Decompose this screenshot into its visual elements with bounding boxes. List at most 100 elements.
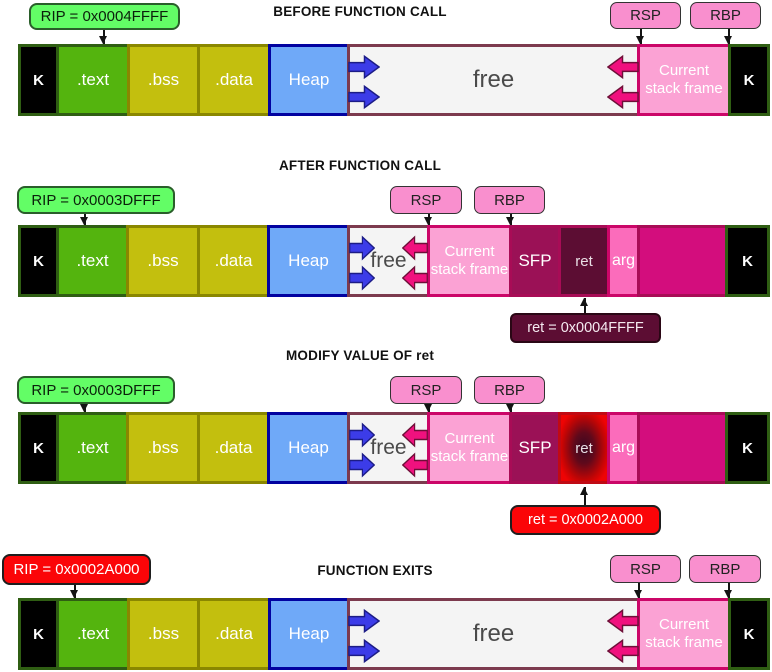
segment-label: SFP: [518, 251, 552, 270]
current-stack-frame-segment: Current stack frame: [637, 44, 731, 116]
segment-label: .data: [215, 624, 253, 643]
rip-register-label: RIP = 0x0003DFFF: [17, 186, 175, 214]
segment-label: .text: [76, 438, 109, 457]
ret-segment-modified: ret: [558, 412, 610, 484]
stage-title-before-call: BEFORE FUNCTION CALL: [273, 4, 447, 19]
rsp-pointer-arrow: [633, 583, 644, 598]
rbp-register-label: RBP: [690, 2, 761, 29]
segment-label: Heap: [288, 70, 330, 89]
blue-right-arrow-icon: [348, 54, 381, 80]
free-label: free: [472, 66, 515, 93]
ret-value-pointer-arrow: [579, 487, 590, 505]
segment-label: ret: [575, 252, 593, 270]
blue-right-arrow-icon: [349, 265, 376, 291]
segment-label: ret: [575, 439, 593, 457]
rbp-register-label: RBP: [474, 376, 545, 404]
kernel-segment: K: [18, 412, 59, 484]
segment-label: K: [33, 71, 44, 89]
heap-segment: Heap: [268, 598, 350, 670]
rip-pointer-arrow: [69, 585, 80, 598]
free-label: free: [370, 249, 407, 272]
memory-bar-function-exits: K .text .bss .data Heap free Current sta…: [18, 598, 770, 670]
segment-label: SFP: [518, 438, 552, 457]
segment-label: Heap: [288, 438, 329, 457]
stage-title-after-call: AFTER FUNCTION CALL: [278, 158, 442, 173]
bss-segment: .bss: [126, 412, 200, 484]
segment-label: Current stack frame: [430, 430, 509, 465]
free-memory-segment: free: [347, 225, 430, 297]
rbp-pointer-arrow: [723, 29, 734, 44]
segment-label: K: [33, 439, 44, 457]
ret-value-label: ret = 0x0004FFFF: [510, 313, 661, 343]
segment-label: K: [742, 439, 753, 457]
rbp-pointer-arrow: [505, 214, 516, 225]
rsp-register-label: RSP: [390, 376, 462, 404]
memory-bar-modify-ret: K .text .bss .data Heap free Current sta…: [18, 412, 770, 484]
kernel-segment: K: [728, 598, 770, 670]
pink-left-arrow-icon: [606, 608, 639, 634]
bss-segment: .bss: [127, 44, 200, 116]
rip-pointer-arrow: [79, 404, 90, 412]
kernel-segment: K: [725, 225, 770, 297]
memory-bar-after-call: K .text .bss .data Heap free Current sta…: [18, 225, 770, 297]
segment-label: .bss: [147, 438, 179, 457]
segment-label: Current stack frame: [645, 616, 723, 651]
segment-label: Heap: [288, 251, 329, 270]
segment-label: .text: [76, 70, 110, 89]
blue-right-arrow-icon: [348, 84, 381, 110]
heap-segment: Heap: [267, 412, 350, 484]
kernel-segment: K: [725, 412, 770, 484]
pink-left-arrow-icon: [606, 638, 639, 664]
heap-segment: Heap: [267, 225, 350, 297]
pink-left-arrow-icon: [606, 54, 639, 80]
blue-right-arrow-icon: [349, 235, 376, 261]
segment-label: .data: [214, 251, 253, 270]
blue-right-arrow-icon: [348, 608, 381, 634]
sfp-segment: SFP: [509, 225, 561, 297]
free-label: free: [370, 436, 407, 459]
bss-segment: .bss: [126, 225, 200, 297]
pink-left-arrow-icon: [606, 84, 639, 110]
kernel-segment: K: [728, 44, 770, 116]
arg-segment: arg: [607, 225, 640, 297]
rbp-pointer-arrow: [723, 583, 734, 598]
blue-right-arrow-icon: [349, 452, 376, 478]
data-segment: .data: [197, 225, 270, 297]
segment-label: K: [33, 625, 44, 643]
current-stack-frame-segment: Current stack frame: [427, 225, 512, 297]
current-stack-frame-segment: Current stack frame: [427, 412, 512, 484]
segment-label: Current stack frame: [430, 243, 509, 278]
arg-segment: arg: [607, 412, 640, 484]
sfp-segment: SFP: [509, 412, 561, 484]
segment-label: K: [33, 252, 44, 270]
rsp-pointer-arrow: [635, 29, 646, 44]
segment-label: .data: [215, 70, 253, 89]
rbp-register-label: RBP: [474, 186, 545, 214]
rip-register-label-hijacked: RIP = 0x0002A000: [2, 554, 151, 585]
segment-label: Current stack frame: [645, 62, 723, 97]
data-segment: .data: [197, 44, 271, 116]
text-segment: .text: [56, 44, 130, 116]
blue-right-arrow-icon: [349, 422, 376, 448]
free-memory-segment: free: [347, 598, 640, 670]
rsp-pointer-arrow: [423, 404, 434, 412]
rbp-register-label: RBP: [689, 555, 761, 583]
segment-label: arg: [611, 252, 636, 269]
segment-label: .text: [76, 251, 109, 270]
memory-bar-before-call: K .text .bss .data Heap free Current sta…: [18, 44, 770, 116]
pink-left-arrow-icon: [401, 265, 428, 291]
stage-title-function-exits: FUNCTION EXITS: [317, 563, 433, 578]
pink-left-arrow-icon: [401, 422, 428, 448]
pink-left-arrow-icon: [401, 235, 428, 261]
ret-segment: ret: [558, 225, 610, 297]
rip-register-label: RIP = 0x0004FFFF: [29, 3, 180, 30]
data-segment: .data: [197, 412, 270, 484]
segment-label: K: [743, 71, 755, 89]
previous-stack-frame-segment: [637, 412, 728, 484]
segment-label: .data: [214, 438, 253, 457]
kernel-segment: K: [18, 44, 59, 116]
text-segment: .text: [56, 412, 129, 484]
segment-label: .bss: [147, 624, 180, 643]
segment-label: .bss: [147, 251, 179, 270]
free-memory-segment: free: [347, 44, 640, 116]
